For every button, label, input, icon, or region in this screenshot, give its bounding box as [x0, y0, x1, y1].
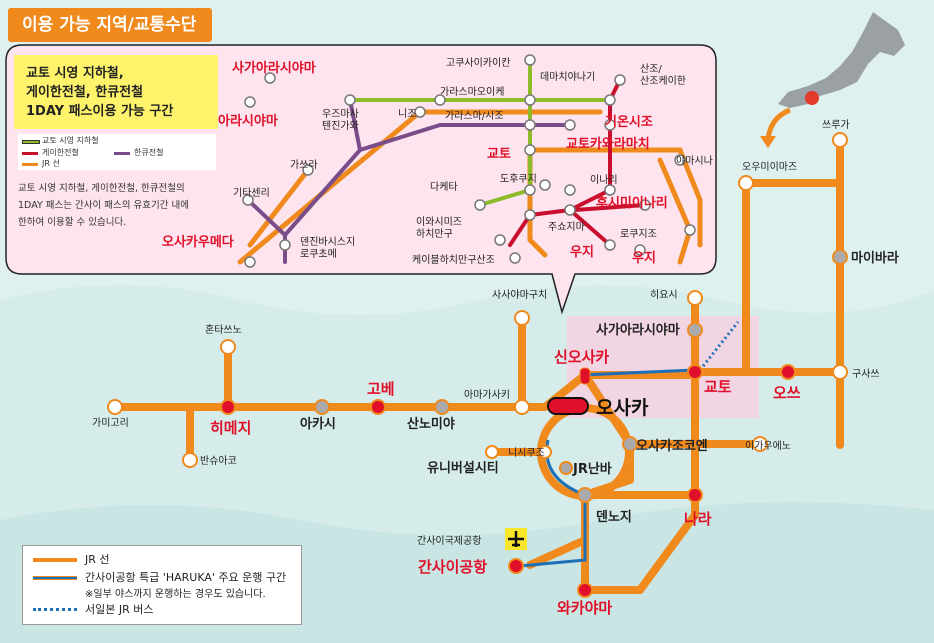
- station-label: 후시미이나리: [596, 195, 668, 211]
- station-label: 교토: [704, 378, 732, 396]
- station-label: 교토: [487, 147, 511, 162]
- station-label: 산노미야: [407, 416, 455, 432]
- station-label: 반슈아코: [200, 455, 237, 467]
- station-label: 아라시야마: [218, 113, 278, 129]
- station-label: 사사야마구치: [492, 289, 547, 301]
- station-label: 우지: [570, 245, 594, 260]
- pass-note: 교토 시영 지하철, 게이한전철, 한큐전철의 1DAY 패스는 간사이 패스의…: [18, 180, 223, 231]
- station-label: 유니버설시티: [427, 460, 499, 476]
- station-label: 오쓰: [773, 384, 801, 402]
- station-label: 니시쿠조: [508, 447, 545, 459]
- station-label: 가라스마오이케: [440, 86, 504, 98]
- station-label: 주쇼지마: [548, 221, 585, 233]
- station-label: 야마시나: [676, 155, 713, 167]
- station-label: 이나리: [590, 174, 618, 186]
- station-label: 간사이국제공항: [417, 535, 481, 547]
- kyoto-pass-box: 교토 시영 지하철, 게이한전철, 한큐전철 1DAY 패스이용 가능 구간: [14, 55, 218, 129]
- station-label: 아카시: [300, 416, 336, 432]
- station-label: 교토카와라마치: [566, 136, 650, 152]
- kyoto-box-line: 교토 시영 지하철,: [26, 66, 124, 81]
- station-label: 신오사카: [554, 348, 609, 366]
- station-label: 로쿠지조: [620, 228, 657, 240]
- note-line: 1DAY 패스는 간사이 패스의 유효기간 내에: [18, 200, 189, 211]
- station-label: 오사카우메다: [162, 234, 234, 250]
- legend-subway: 교토 시영 지하철: [42, 136, 99, 145]
- station-label: 다케타: [430, 181, 458, 193]
- station-label: 이가우에노: [745, 440, 791, 452]
- legend-haruka-note: ※일부 야스까지 운행하는 경우도 있습니다.: [85, 589, 266, 600]
- station-label: 덴노지: [596, 509, 632, 525]
- station-label: 기온시조: [605, 115, 653, 130]
- airplane-icon: [505, 528, 527, 550]
- page-title: 이용 가능 지역/교통수단: [8, 8, 211, 42]
- legend-jr-mini: JR 선: [42, 159, 60, 168]
- station-label: 아마가사키: [464, 389, 510, 401]
- station-label-osaka: 오사카: [596, 397, 649, 419]
- kyoto-box-line: 1DAY 패스이용 가능 구간: [26, 104, 174, 119]
- station-label: 히메지: [210, 419, 251, 437]
- legend-bus: 서일본 JR 버스: [85, 603, 154, 616]
- station-label: 케이블하치만구산조: [412, 253, 495, 266]
- station-label: 쓰루가: [822, 119, 850, 131]
- note-line: 한하여 이용할 수 있습니다.: [18, 217, 127, 228]
- station-label: 도후쿠지: [500, 173, 537, 185]
- station-label: JR난바: [572, 461, 612, 477]
- station-label: 가라스마/시조: [445, 110, 504, 122]
- station-label: 기타센리: [233, 187, 270, 199]
- station-label: 고쿠사이카이칸: [446, 57, 510, 69]
- station-label: 혼타쓰노: [205, 323, 242, 336]
- note-line: 교토 시영 지하철, 게이한전철, 한큐전철의: [18, 183, 185, 194]
- map-legend: JR 선 간사이공항 특급 'HARUKA' 주요 운행 구간 ※일부 야스까지…: [22, 545, 302, 625]
- legend-haruka: 간사이공항 특급 'HARUKA' 주요 운행 구간: [85, 571, 287, 584]
- kyoto-box-line: 게이한전철, 한큐전철: [26, 85, 144, 100]
- kyoto-line-legend: 교토 시영 지하철 게이한전철 한큐전철 JR 선: [18, 134, 216, 170]
- station-label: 오우미이마즈: [742, 161, 797, 173]
- station-label: 데마치야나기: [540, 71, 595, 83]
- station-label: 가미고리: [92, 417, 129, 429]
- station-label: 산조/산조케이한: [640, 63, 686, 87]
- japan-map-icon: [760, 12, 905, 148]
- station-label: 사가아라시야마: [596, 322, 680, 338]
- station-label: 니조: [398, 108, 416, 120]
- station-label: 마이바라: [851, 250, 899, 266]
- station-label: 히요시: [650, 289, 678, 301]
- station-label: 나라: [684, 510, 712, 528]
- legend-jr: JR 선: [85, 553, 110, 566]
- station-label: 간사이공항: [418, 558, 487, 576]
- station-label: 오사카조코엔: [636, 438, 708, 454]
- station-label: 가쓰라: [290, 159, 318, 171]
- station-label: 와카야마: [557, 599, 612, 617]
- station-label: 구사쓰: [852, 368, 880, 380]
- legend-hankyu: 한큐전철: [134, 148, 164, 157]
- station-label: 사가아라시야마: [232, 60, 316, 76]
- station-label: 우지: [632, 251, 656, 266]
- legend-keihan: 게이한전철: [42, 148, 79, 157]
- station-label: 고베: [367, 380, 395, 398]
